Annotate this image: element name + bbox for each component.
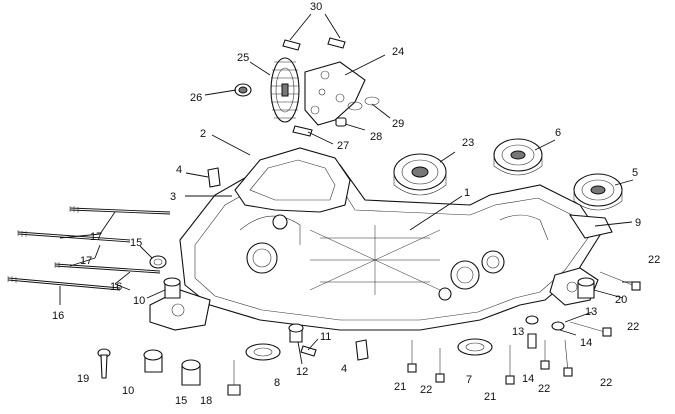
- callout-27: 27: [337, 140, 349, 152]
- callout-18: 18: [200, 395, 212, 407]
- crankcase-housing: [149, 147, 613, 331]
- pump-plate: [304, 61, 366, 126]
- callout-7: 7: [466, 374, 472, 386]
- callout-29: 29: [392, 118, 404, 130]
- bushing-10-lower: [143, 349, 163, 373]
- dowel-4-lower: [355, 339, 369, 361]
- pump-bolt: [292, 125, 313, 137]
- pump-screws: [282, 37, 346, 51]
- callout-12: 12: [296, 366, 308, 378]
- callout-26: 26: [190, 92, 202, 104]
- callout-22-lower-right: 22: [600, 377, 612, 389]
- callout-15-lower: 15: [175, 395, 187, 407]
- callout-11: 11: [320, 331, 331, 343]
- callout-28: 28: [370, 131, 382, 143]
- seal-7: [457, 338, 493, 356]
- callout-10-upper: 10: [133, 295, 145, 307]
- callout-17-lower: 17: [80, 255, 92, 267]
- bearing-5: [573, 173, 623, 211]
- callout-22-mid: 22: [627, 321, 639, 333]
- callout-21-left: 21: [394, 381, 406, 393]
- callout-13-right: 13: [585, 306, 597, 318]
- o-rings: [347, 96, 380, 111]
- callout-21-right: 21: [484, 391, 496, 403]
- leader-lines: [59, 13, 634, 365]
- callout-3: 3: [170, 191, 176, 203]
- sprocket-gear: [270, 57, 300, 123]
- callout-22-top: 22: [648, 254, 660, 266]
- screw-11: [300, 345, 317, 357]
- dowel-4-top: [207, 167, 221, 188]
- seal-8: [245, 343, 281, 361]
- nut-13-14: [525, 315, 565, 349]
- callout-22-lower-mid: 22: [538, 383, 550, 395]
- callout-19: 19: [77, 373, 89, 385]
- callout-4-top: 4: [176, 164, 182, 176]
- callout-14-left: 14: [522, 373, 534, 385]
- callout-9: 9: [635, 217, 641, 229]
- bushing-10-upper: [163, 277, 181, 299]
- bolt-18: [227, 360, 241, 396]
- callout-16-right: 16: [110, 281, 122, 293]
- callout-16-left: 16: [52, 310, 64, 322]
- callout-22-lower-left: 22: [420, 384, 432, 396]
- bearing-23: [393, 153, 447, 196]
- callout-25: 25: [237, 52, 249, 64]
- callout-1: 1: [464, 187, 470, 199]
- callout-5: 5: [632, 167, 638, 179]
- callout-13-left: 13: [512, 326, 524, 338]
- callout-8: 8: [274, 377, 280, 389]
- gear-nut: [234, 83, 252, 97]
- right-bolts: [569, 271, 641, 337]
- bushing-12: [288, 323, 304, 343]
- lower-bolts: [407, 339, 573, 385]
- callout-30: 30: [310, 1, 322, 13]
- dowel-pin: [335, 117, 347, 127]
- bearing-6: [493, 138, 543, 176]
- bushing-15-upper: [149, 255, 167, 269]
- bolt-19: [97, 348, 111, 379]
- callout-20: 20: [615, 294, 627, 306]
- bushing-15-lower: [181, 359, 201, 386]
- callout-17-top: 17: [90, 231, 102, 243]
- callout-15-upper: 15: [130, 237, 142, 249]
- callout-10-lower: 10: [122, 385, 134, 397]
- callout-2: 2: [200, 128, 206, 140]
- callout-14-right: 14: [580, 337, 592, 349]
- studs: [7, 206, 171, 291]
- callout-24: 24: [392, 46, 404, 58]
- callout-4-lower: 4: [341, 363, 347, 375]
- callout-6: 6: [555, 127, 561, 139]
- callout-labels: 1 2 3 4 4 5 6 7 8 9 10 10 11 12 13 13 14…: [52, 1, 660, 407]
- callout-23: 23: [462, 137, 474, 149]
